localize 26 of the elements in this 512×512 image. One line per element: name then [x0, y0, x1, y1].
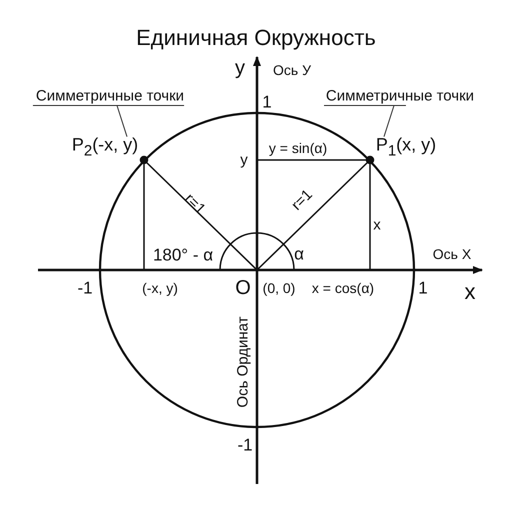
diagram-title: Единичная Окружность [136, 27, 376, 49]
leader-line [32, 105, 185, 138]
tick-label: 1 [418, 280, 428, 296]
axis-label: x [464, 281, 476, 303]
radius-label: r=1 [288, 186, 316, 214]
formula-label: x = cos(α) [312, 281, 374, 295]
coordinate-label: y [240, 152, 248, 168]
angle-label: 180° - α [152, 246, 214, 264]
point-label: P$_{2}$(-x, y) [72, 136, 138, 158]
point-label: P$_{1}$(x, y) [376, 136, 436, 158]
callout-text: Симметричные точки [326, 88, 474, 104]
axis-label: y [235, 58, 245, 78]
origin-label: O [235, 278, 251, 298]
formula-label: y = sin(α) [268, 141, 328, 155]
coordinate-label: (0, 0) [262, 281, 296, 295]
coordinate-label: (-x, y) [142, 281, 178, 295]
leader-line [324, 105, 406, 138]
coordinate-label: x [373, 218, 381, 232]
tick-label: 1 [262, 94, 272, 110]
callout-text: Симметричные точки [36, 88, 184, 104]
axis-label: Ось X [432, 247, 472, 261]
axis-label: Ось Ординат [236, 316, 250, 408]
axis-label: Ось У [273, 63, 311, 77]
tick-label: -1 [77, 280, 93, 296]
tick-label: -1 [237, 436, 253, 454]
angle-label: α [294, 246, 304, 262]
